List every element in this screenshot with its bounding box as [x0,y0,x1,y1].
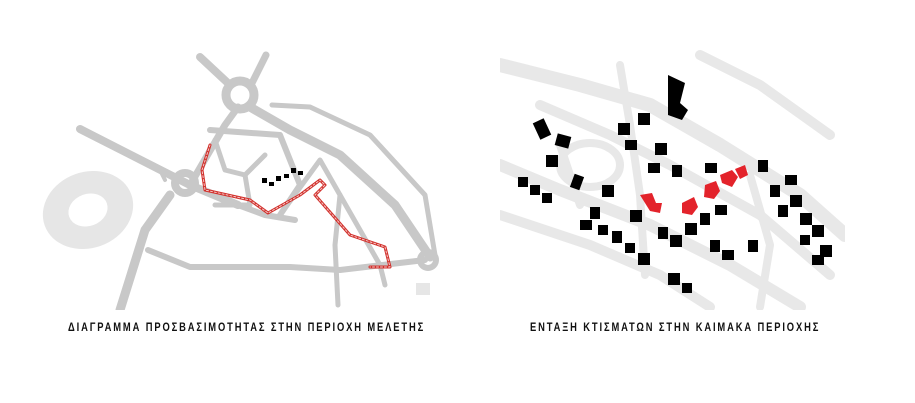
caption-building-integration: ΕΝΤΑΞΗ ΚΤΙΣΜΑΤΩΝ ΣΤΗΝ ΚΑΙΜΑΚΑ ΠΕΡΙΟΧΗΣ [530,320,821,334]
accessibility-route [200,143,392,269]
building-integration-diagram [500,50,845,310]
accessibility-diagram [42,51,439,310]
road-network [76,51,439,310]
new-buildings [640,165,748,215]
caption-accessibility-diagram: ΔΙΑΓΡΑΜΜΑ ΠΡΟΣΒΑΣΙΜΟΤΗΤΑΣ ΣΤΗΝ ΠΕΡΙΟΧΗ Μ… [68,320,426,334]
road-background [500,50,845,310]
stadium-shape [42,170,134,250]
legend-marker [416,283,430,295]
building-cluster [262,168,303,186]
existing-buildings [518,75,832,293]
